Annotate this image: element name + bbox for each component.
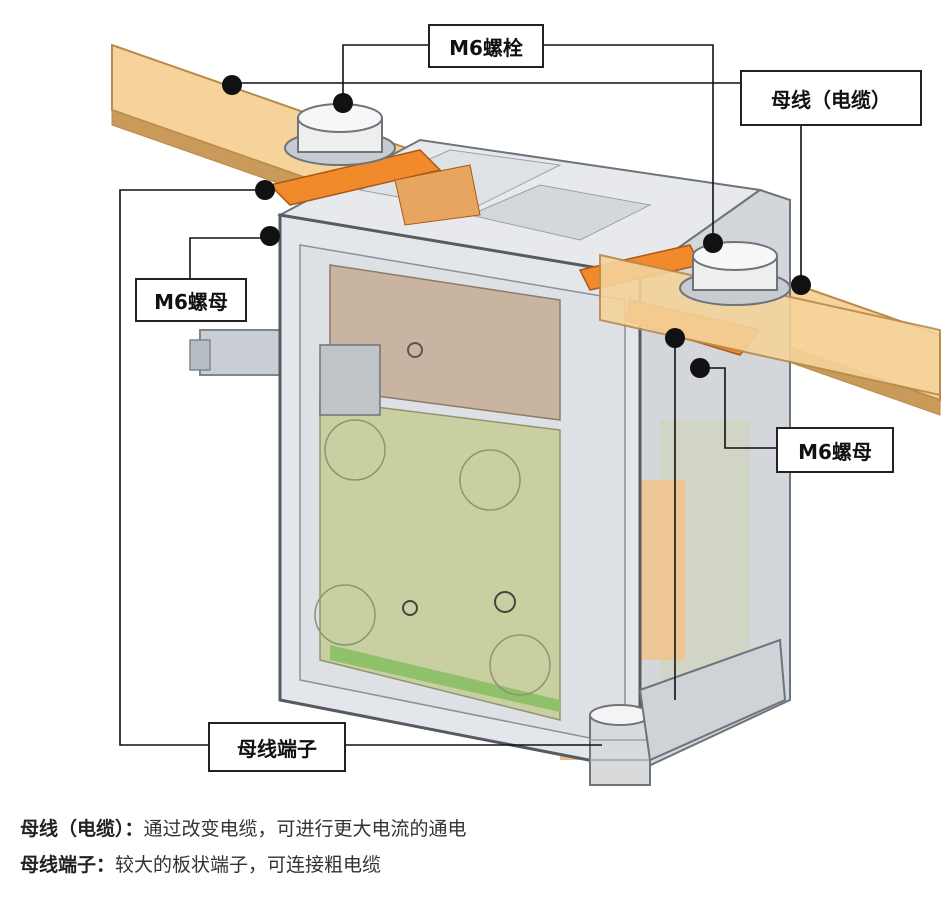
label-terminal: 母线端子 xyxy=(208,722,346,772)
mounting-flange-left xyxy=(189,329,291,376)
caption: 母线（电缆）：通过改变电缆，可进行更大电流的通电 母线端子：较大的板状端子，可连… xyxy=(20,812,930,884)
caption-term: 母线（电缆）： xyxy=(20,818,144,840)
leader-dots xyxy=(222,75,811,378)
caption-line-terminal: 母线端子：较大的板状端子，可连接粗电缆 xyxy=(20,848,930,884)
leader-lines xyxy=(119,44,802,746)
label-m6-nut-left: M6螺母 xyxy=(135,278,247,322)
caption-text: 通过改变电缆，可进行更大电流的通电 xyxy=(143,818,467,840)
terminal-bolt-bottom xyxy=(589,704,651,786)
caption-term: 母线端子： xyxy=(20,854,116,876)
mounting-foot-right xyxy=(638,638,787,762)
label-m6-nut-right: M6螺母 xyxy=(776,427,894,473)
relay-module-diagram xyxy=(111,43,941,786)
m6-bolt-right xyxy=(679,241,791,306)
caption-text: 较大的板状端子，可连接粗电缆 xyxy=(115,854,382,876)
label-busbar: 母线（电缆） xyxy=(740,70,922,126)
m6-bolt-left xyxy=(284,103,396,166)
label-m6-bolt: M6螺栓 xyxy=(428,24,544,68)
caption-line-busbar: 母线（电缆）：通过改变电缆，可进行更大电流的通电 xyxy=(20,812,930,848)
housing-front xyxy=(278,213,642,772)
